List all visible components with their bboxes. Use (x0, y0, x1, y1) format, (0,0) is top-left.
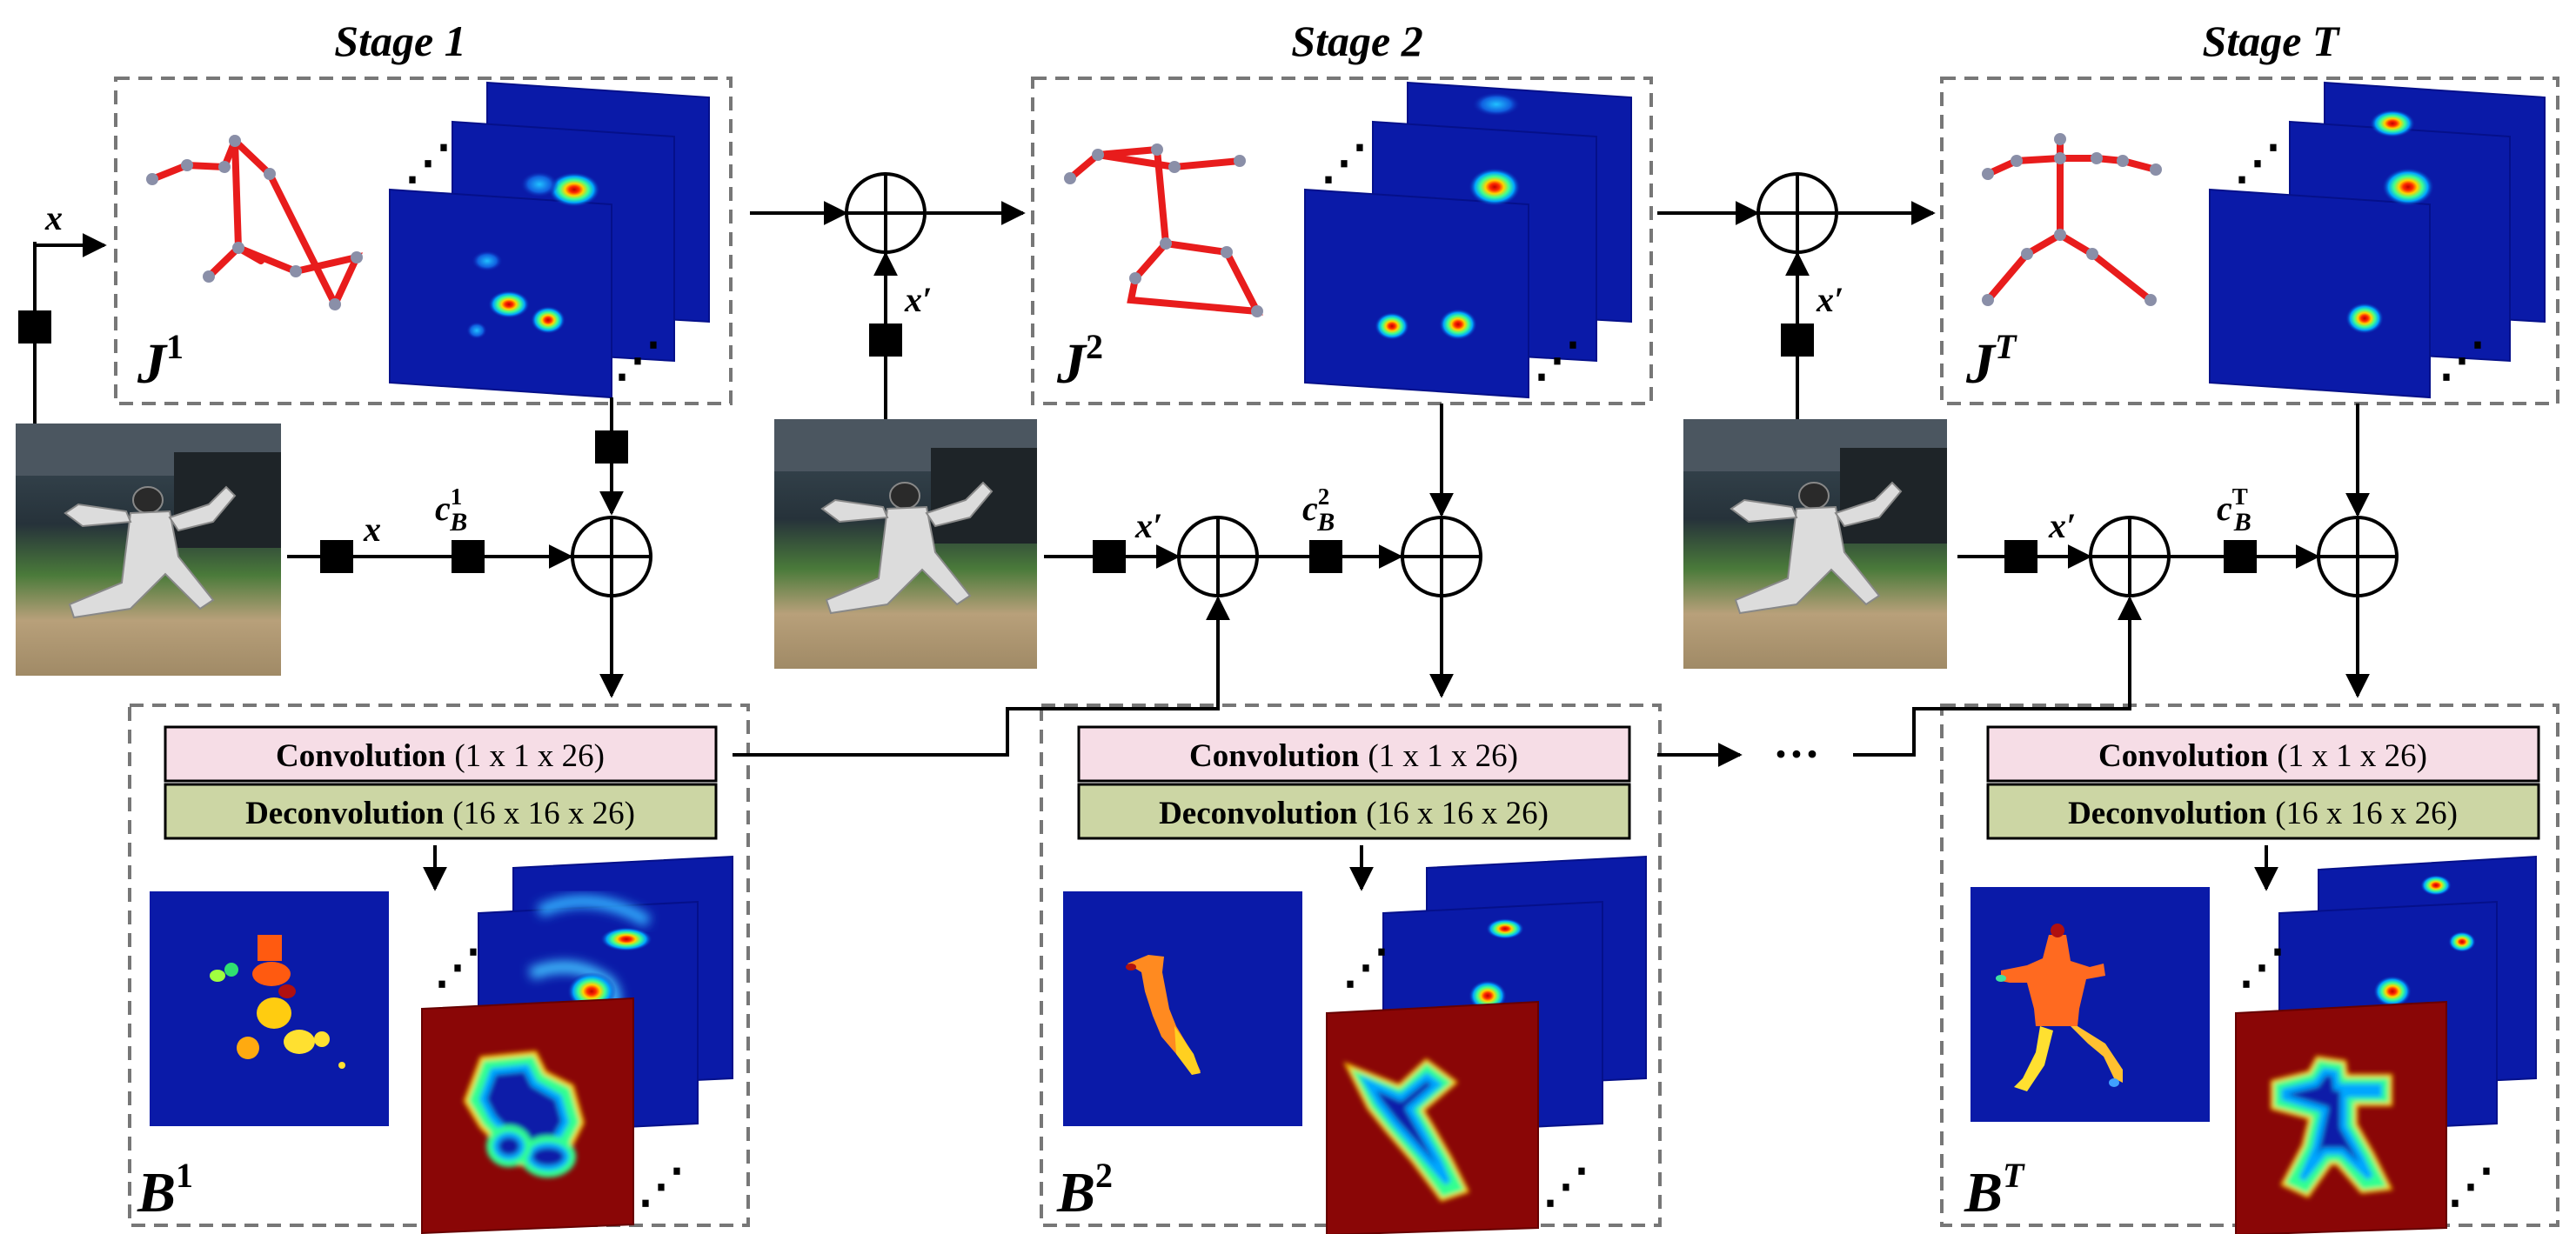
label-xp-stage-t: x′ (2048, 506, 2076, 545)
layer-block-xp-top-t (1781, 324, 1814, 357)
joint-stack-ellipsis-tb: ⋰ (2439, 334, 2486, 386)
body-stack-ellipsis-1b: ⋰ (638, 1160, 685, 1212)
body-stack-ellipsis-tb: ⋰ (2447, 1160, 2494, 1212)
segmentation-map-stage-1 (150, 891, 389, 1126)
conv-stack-stage-2: Convolution(1 x 1 x 26) Deconvolution(16… (1077, 725, 1631, 840)
joint-stack-ellipsis-ta: ⋰ (2234, 137, 2281, 189)
layer-block-img-1 (320, 540, 353, 573)
layer-blocks (18, 310, 2257, 573)
label-x-stage-1: x (363, 510, 381, 549)
body-stack-ellipsis-2b: ⋰ (1542, 1160, 1589, 1212)
input-image-stage-1 (16, 424, 281, 676)
layer-block-img-2 (1093, 540, 1126, 573)
skeleton-stage-t (1982, 133, 2162, 306)
input-image-stage-2 (774, 419, 1037, 669)
body-stack-ellipsis-ta: ⋰ (2238, 941, 2285, 993)
joint-box-stage-1 (114, 77, 733, 405)
joint-heatmap-stack-stage-1 (389, 81, 710, 399)
body-stack-ellipsis-1a: ⋰ (434, 941, 481, 993)
joint-label-stage-t: JT (1965, 327, 2017, 396)
layer-block-img-t (2004, 540, 2037, 573)
sum-node-stage-t (2317, 516, 2399, 597)
deconv-label-stage-1: Deconvolution(16 x 16 x 26) (245, 796, 635, 831)
stage-title-t: Stage T (2203, 17, 2341, 65)
layer-block-cb-t (2224, 540, 2257, 573)
joint-label-stage-1: J1 (137, 327, 184, 396)
joint-stack-ellipsis-2b: ⋰ (1534, 334, 1581, 386)
conv-stack-stage-t: Convolution(1 x 1 x 26) Deconvolution(16… (1986, 725, 2540, 840)
layer-block-cb-1 (452, 540, 485, 573)
joint-box-stage-t (1940, 77, 2559, 405)
continuation-dots: ··· (1773, 728, 1820, 780)
conv-label-stage-1: Convolution(1 x 1 x 26) (276, 738, 605, 774)
sum-node-stage-2 (1401, 516, 1482, 597)
input-image-stage-t (1683, 419, 1947, 669)
layer-block-x-1 (18, 310, 51, 344)
sum-node-top-1-2 (845, 172, 927, 254)
layer-block-xp-top-2 (869, 324, 902, 357)
label-x-top-1: x (44, 198, 63, 237)
body-label-stage-2: B2 (1056, 1156, 1113, 1224)
joint-heatmap-stack-stage-t (2209, 81, 2546, 399)
body-heatmap-stack-stage-1 (421, 855, 733, 1234)
sum-nodes (571, 172, 2399, 597)
sum-node-input-stage-2 (1177, 516, 1259, 597)
label-xp-top-t: x′ (1816, 280, 1843, 319)
joint-heatmap-stack-stage-2 (1304, 81, 1632, 399)
stage-title-2: Stage 2 (1291, 17, 1422, 65)
sum-node-stage-1 (571, 516, 652, 597)
body-stack-ellipsis-2a: ⋰ (1342, 941, 1389, 993)
body-heatmap-stack-stage-t (2235, 855, 2537, 1234)
label-xp-top-2: x′ (904, 280, 932, 319)
label-xp-stage-2: x′ (1134, 506, 1162, 545)
segmentation-map-stage-t (1970, 887, 2210, 1122)
body-label-stage-t: BT (1964, 1156, 2025, 1224)
segmentation-map-stage-2 (1063, 891, 1302, 1126)
deconv-label-stage-2: Deconvolution(16 x 16 x 26) (1159, 796, 1549, 831)
joint-stack-ellipsis-1a: ⋰ (405, 137, 452, 189)
body-label-stage-1: B1 (137, 1156, 193, 1224)
skeleton-stage-1 (146, 135, 364, 310)
joint-stack-ellipsis-2a: ⋰ (1321, 137, 1368, 189)
conv-label-stage-2: Convolution(1 x 1 x 26) (1189, 738, 1518, 774)
joint-label-stage-2: J2 (1056, 327, 1103, 396)
joint-box-stage-2 (1031, 77, 1653, 405)
joint-stack-ellipsis-1b: ⋰ (614, 334, 661, 386)
body-heatmap-stack-stage-2 (1326, 855, 1647, 1234)
layer-block-cb-2 (1309, 540, 1342, 573)
layer-block-heat-1 (595, 430, 628, 464)
deconv-label-stage-t: Deconvolution(16 x 16 x 26) (2068, 796, 2458, 831)
conv-stack-stage-1: Convolution(1 x 1 x 26) Deconvolution(16… (164, 725, 718, 840)
stage-title-1: Stage 1 (334, 17, 465, 65)
body-box-stage-t (1940, 704, 2559, 1227)
conv-label-stage-t: Convolution(1 x 1 x 26) (2098, 738, 2427, 774)
skeleton-stage-2 (1064, 143, 1263, 317)
sum-node-input-stage-t (2089, 516, 2171, 597)
sum-node-top-2-t (1756, 172, 1838, 254)
